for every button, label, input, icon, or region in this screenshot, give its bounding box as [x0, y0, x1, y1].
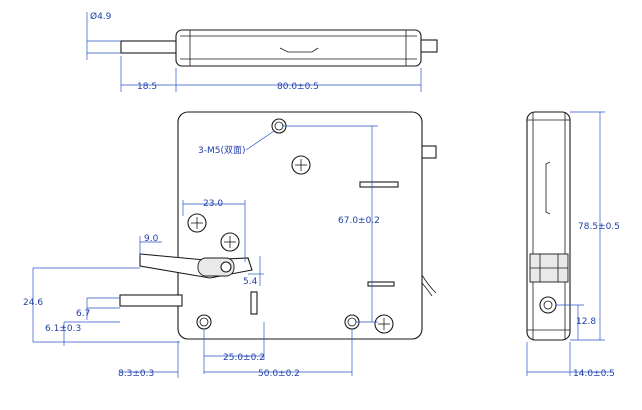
dim-6-1: 6.1±0.3: [45, 324, 81, 334]
m5-hole-bottom-left: [196, 314, 212, 330]
dim-25: 25.0±0.2: [223, 353, 265, 363]
dim-8-3: 8.3±0.3: [118, 369, 154, 379]
dim-5-4: 5.4: [243, 277, 258, 287]
front-body: [177, 111, 423, 340]
slot-upper: [359, 181, 399, 188]
dim-6-7: 6.7: [76, 309, 90, 319]
dim-12-8: 12.8: [576, 317, 596, 327]
dim-body-length: 80.0±0.5: [277, 82, 319, 92]
dim-pin-length: 18.5: [137, 82, 157, 92]
screw-2: [187, 213, 207, 233]
side-view: 78.5±0.5 12.8 14.0±0.5: [526, 111, 620, 379]
slot-vertical: [250, 291, 258, 315]
dim-hole-vertical: 67.0±0.2: [338, 216, 380, 226]
dim-14: 14.0±0.5: [573, 369, 615, 379]
front-view: 3-M5(双面) 67.0±0.2 23.0 9.0 5.4 24.6 6.7: [23, 111, 437, 379]
top-pin-left: [120, 40, 179, 54]
side-body: [526, 111, 571, 341]
top-body: [175, 29, 422, 67]
hole-note: 3-M5(双面): [198, 145, 246, 156]
dim-24-6: 24.6: [23, 298, 43, 308]
side-hole: [539, 296, 557, 314]
slot-lower: [367, 281, 395, 287]
screw-3: [220, 232, 240, 252]
top-view: Ø4.9 18.5 80.0±0.5: [86, 11, 438, 92]
dim-78-5: 78.5±0.5: [578, 222, 620, 232]
dim-23: 23.0: [203, 199, 223, 209]
dim-9: 9.0: [144, 234, 159, 244]
front-bolt: [119, 294, 183, 307]
dim-50: 50.0±0.2: [258, 369, 300, 379]
screw-4: [374, 314, 394, 334]
top-notch: [279, 47, 319, 53]
screw-1: [291, 155, 311, 175]
dim-pin-diameter: Ø4.9: [90, 11, 112, 22]
